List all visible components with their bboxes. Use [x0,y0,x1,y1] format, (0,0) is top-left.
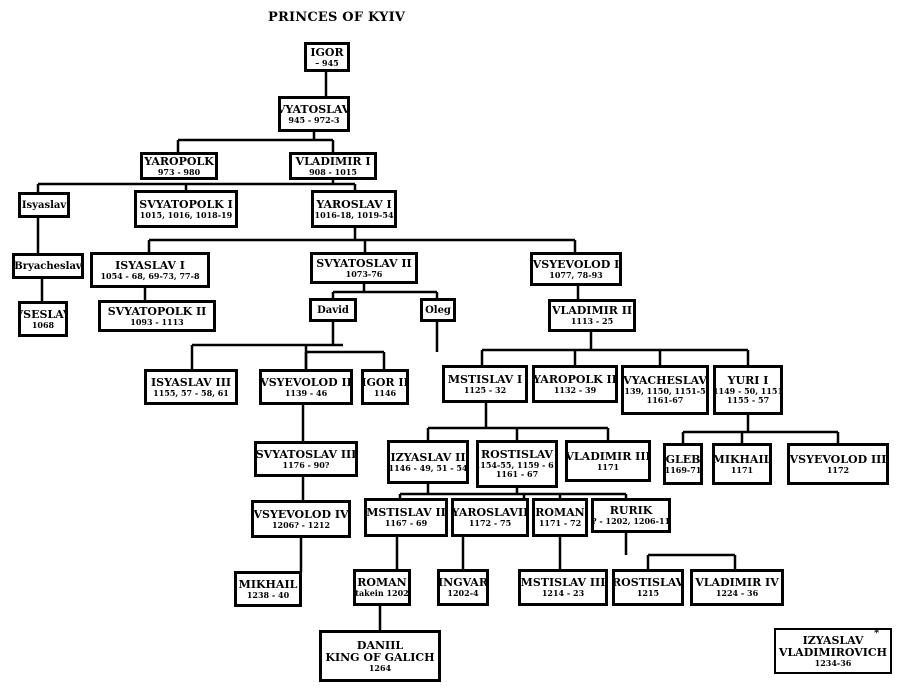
node-isyaslav: Isyaslav [18,192,70,218]
node-svyatoslav-ii: SVYATOSLAV II 1073-76 [310,252,418,284]
node-mstislav-i: MSTISLAV I 1125 - 32 [442,365,528,403]
node-vladimir-iii: VLADIMIR III 1171 [565,440,651,482]
node-yaropolk: YAROPOLK 973 - 980 [140,152,218,180]
chart-title: PRINCES OF KYIV [268,10,406,25]
node-david: David [309,298,357,322]
node-svyatoslav-i: SVYATOSLAV I 945 - 972-3 [278,96,350,132]
node-vsyevolod-iii: VSYEVOLOD III 1172 [787,443,889,485]
node-svyatopolk-i: SVYATOPOLK I 1015, 1016, 1018-19 [134,190,238,228]
node-yuri-i: YURI I 1149 - 50, 1151 1155 - 57 [713,365,783,415]
node-izyaslav-ii: IZYASLAV II 1146 - 49, 51 - 54 [387,440,469,484]
node-mstislav-iii: MSTISLAV III 1214 - 23 [518,569,608,606]
node-svyatopolk-ii: SVYATOPOLK II 1093 - 1113 [98,300,216,332]
node-ingvar: INGVAR 1202-4 [437,569,489,606]
node-igor-ii: IGOR II 1146 [361,369,409,405]
node-oleg: Oleg [420,298,456,322]
footnote-asterisk: * [874,628,880,639]
node-isyaslav-iii: ISYASLAV III 1155, 57 - 58, 61 [144,369,238,405]
node-vseslav: VSESLAV 1068 [18,301,68,337]
node-vsyevolod-iv: VSYEVOLOD IV 1206? - 1212 [251,500,351,538]
node-igor: IGOR – 945 [304,42,350,72]
node-vladimir-ii: VLADIMIR II 1113 - 25 [548,299,636,332]
node-isyaslav-i: ISYASLAV I 1054 - 68, 69-73, 77-8 [90,252,210,288]
node-vsyevolod-i: VSYEVOLOD I 1077, 78-93 [530,252,622,286]
node-rostislav-1215: ROSTISLAV 1215 [612,569,684,606]
node-svyatoslav-iii: SVYATOSLAV III 1176 - 90? [254,441,358,477]
node-rurik: RURIK ? - 1202, 1206-11 [591,498,671,533]
node-roman-1171: ROMAN 1171 - 72 [532,498,588,537]
node-yaropolk-ii: YAROPOLK II 1132 - 39 [532,365,618,403]
node-rostislav: ROSTISLAV 1154-55, 1159 - 61 1161 - 67 [476,440,558,488]
node-vsyevolod-ii: VSYEVOLOD II 1139 - 46 [259,369,353,405]
node-izyaslav-vladimirovich: IZYASLAV VLADIMIROVICH 1234-36 [774,628,892,674]
node-vladimir-iv: VLADIMIR IV 1224 - 36 [690,569,784,606]
node-gleb: GLEB 1169-71 [663,443,703,485]
node-mstislav-ii: MSTISLAV II 1167 - 69 [364,498,448,537]
node-mikhail-1171: MIKHAIL 1171 [712,443,772,485]
node-yaroslav-i: YAROSLAV I 1016-18, 1019-54 [311,190,397,228]
node-bryacheslav: Bryacheslav [12,253,84,279]
node-vladimir-i: VLADIMIR I 908 - 1015 [289,152,377,180]
node-yaroslav-ii: YAROSLAVII 1172 - 75 [451,498,529,537]
node-vyacheslav: VYACHESLAV 1139, 1150, 1151-54 1161-67 [621,365,709,415]
node-roman-1202: ROMAN takein 1202 [353,569,411,606]
node-daniil: DANIIL KING OF GALICH 1264 [319,630,441,682]
node-mikhail-1238: MIKHAIL 1238 - 40 [234,571,302,607]
